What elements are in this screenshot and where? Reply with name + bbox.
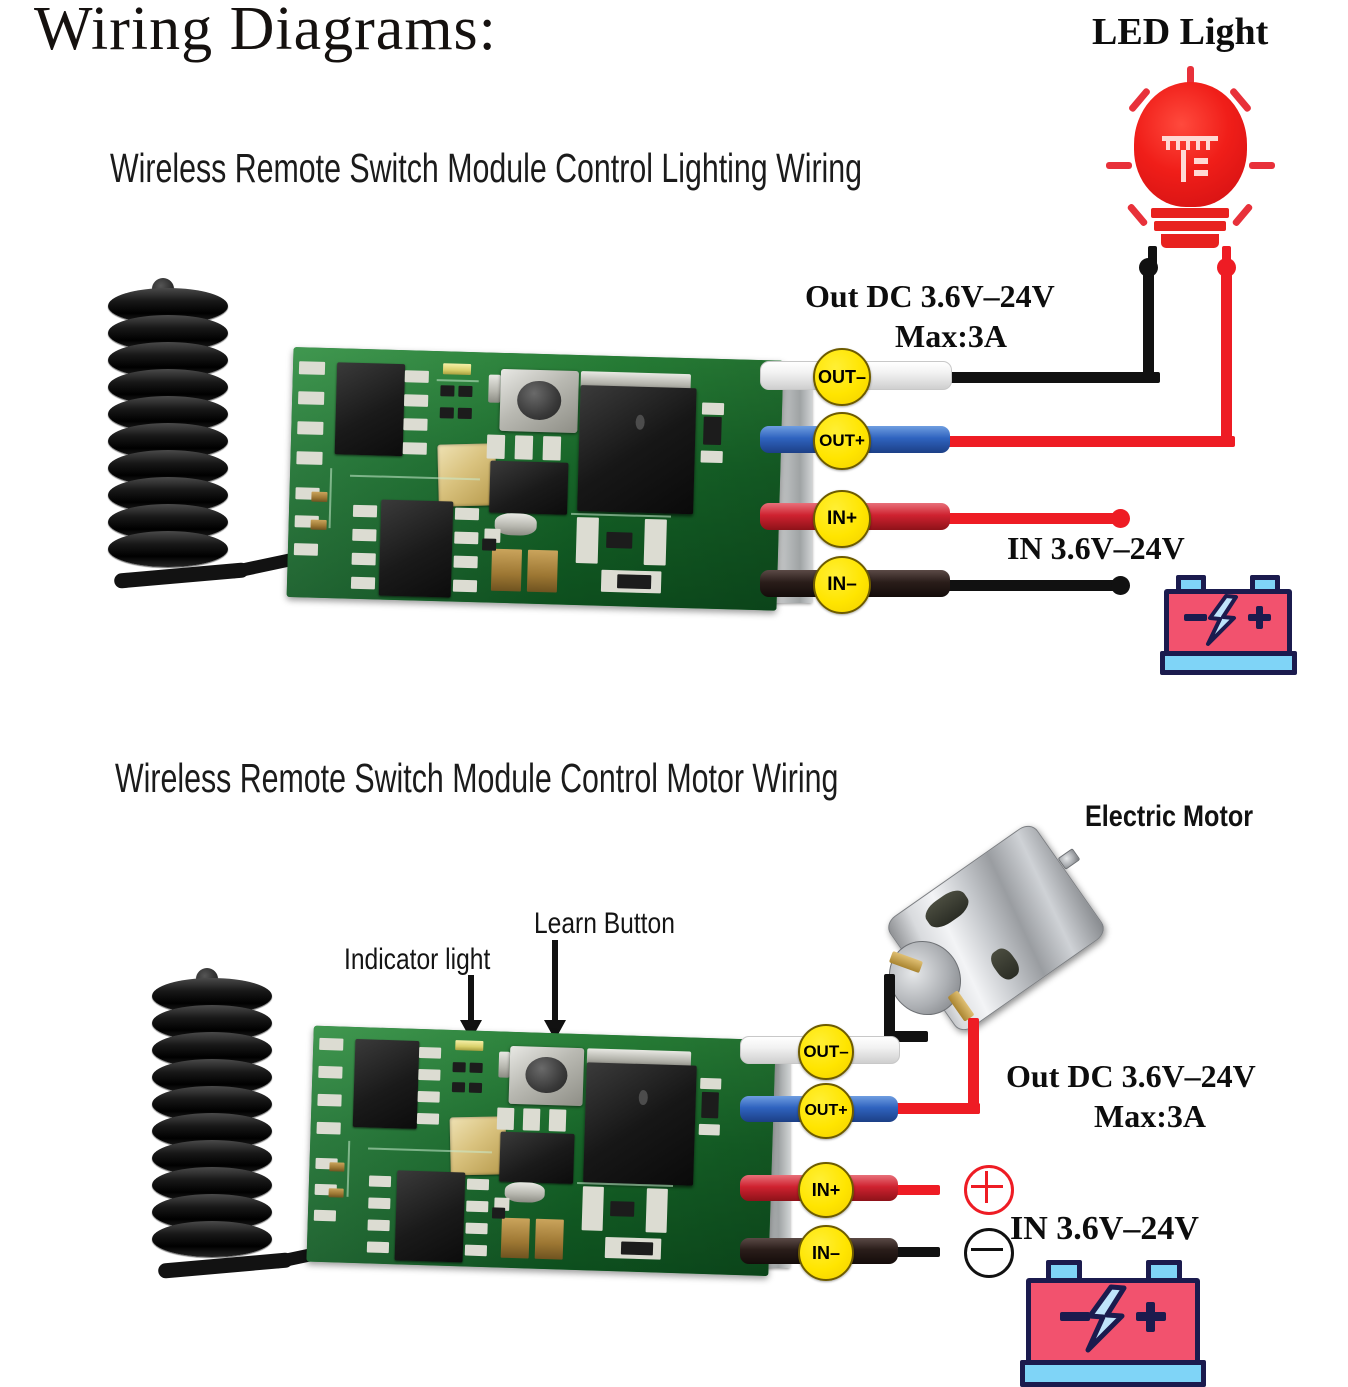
ic-chip-main [334, 362, 406, 457]
bulb-filament [1194, 158, 1208, 164]
capacitor [526, 549, 559, 593]
terminal-badge-in-minus-2[interactable]: IN– [798, 1225, 854, 1281]
bulb-ray [1126, 202, 1149, 228]
indicator-led-component [455, 1040, 484, 1052]
led-bulb-icon [1096, 62, 1286, 262]
out-minus-wire-horizontal [945, 372, 1160, 383]
diagram2-in-label: IN 3.6V–24V [1010, 1210, 1199, 1247]
polarity-minus-symbol [964, 1228, 1014, 1278]
diagram2-out-label-line1: Out DC 3.6V–24V [1006, 1058, 1256, 1094]
battery-bolt-icon [1206, 594, 1238, 646]
annotation-learn-arrow-shaft [552, 940, 558, 1023]
page-title: Wiring Diagrams: [34, 0, 497, 63]
terminal-badge-in-plus-1[interactable]: IN+ [813, 490, 871, 548]
bulb-glass [1134, 82, 1247, 207]
out-plus-wire-2 [880, 1103, 980, 1114]
bulb-lead-black [1148, 246, 1157, 268]
diagram1-heading: Wireless Remote Switch Module Control Li… [110, 145, 863, 191]
learn-button-component[interactable] [508, 1045, 585, 1107]
mosfet-transistor [583, 1062, 697, 1186]
polarity-plus-symbol [964, 1165, 1014, 1215]
indicator-led-component [442, 363, 472, 376]
battery-plus-symbol [1256, 606, 1263, 629]
terminal-badge-out-plus-2[interactable]: OUT+ [798, 1083, 854, 1139]
bulb-filament [1194, 170, 1208, 176]
mosfet-transistor [577, 385, 697, 515]
motor-lead-red-vertical [968, 1018, 979, 1114]
battery-bolt-icon [1085, 1284, 1127, 1353]
terminal-badge-out-plus-1[interactable]: OUT+ [813, 412, 871, 470]
receiver-module-1 [286, 337, 793, 621]
diagram2-heading: Wireless Remote Switch Module Control Mo… [115, 755, 839, 801]
diagram-motor: Wireless Remote Switch Module Control Mo… [0, 700, 1348, 1387]
bulb-filament [1166, 141, 1170, 150]
in-minus-wire-2 [880, 1247, 940, 1257]
diagram-lighting: Wireless Remote Switch Module Control Li… [0, 0, 1348, 700]
capacitor [500, 1217, 530, 1259]
annotation-learn-button: Learn Button [534, 907, 675, 940]
ic-chip-regulator [499, 1131, 575, 1184]
battery-icon-2 [1018, 1260, 1206, 1387]
bulb-filament [1206, 141, 1210, 150]
terminal-badge-out-minus-1[interactable]: OUT– [813, 348, 871, 406]
battery-base [1020, 1360, 1206, 1387]
bulb-base-band [1154, 221, 1226, 231]
motor-lead-black-vertical [884, 974, 895, 1042]
battery-plus-symbol [1146, 1302, 1155, 1332]
ic-chip-main [352, 1038, 420, 1129]
bulb-filament [1176, 141, 1180, 150]
battery-minus-symbol [1184, 614, 1207, 621]
learn-button-component[interactable] [499, 368, 580, 434]
annotation-indicator-arrow-shaft [468, 975, 474, 1023]
motor-lead-black-horizontal [884, 1031, 928, 1042]
ic-chip-secondary [394, 1170, 466, 1263]
in-minus-wire [945, 580, 1120, 591]
terminal-badge-in-plus-2[interactable]: IN+ [798, 1162, 854, 1218]
bulb-filament [1186, 141, 1190, 150]
ic-chip-secondary [378, 499, 454, 598]
terminal-badge-in-minus-1[interactable]: IN– [813, 556, 871, 614]
pcb-board-2 [306, 1025, 776, 1277]
battery-minus-symbol [1060, 1312, 1090, 1321]
bulb-ray [1231, 202, 1254, 228]
out-plus-wire-endpoint [1217, 258, 1236, 277]
antenna-coil-2 [152, 968, 346, 1302]
diagram2-out-label-line2: Max:3A [1094, 1098, 1206, 1134]
bulb-base-band [1151, 208, 1229, 218]
bulb-filament [1162, 136, 1218, 141]
antenna-coil-ring [152, 1221, 272, 1257]
led-light-label: LED Light [1092, 11, 1269, 53]
out-minus-wire-vertical [1143, 264, 1154, 380]
out-plus-wire-horizontal [945, 436, 1235, 447]
annotation-indicator-light: Indicator light [344, 943, 491, 976]
capacitor [490, 548, 523, 592]
receiver-module-2 [306, 1018, 784, 1288]
diagram1-out-label-line2: Max:3A [895, 318, 1007, 354]
antenna-coil-1 [108, 278, 302, 612]
electric-motor-label: Electric Motor [1085, 800, 1254, 833]
diagram1-in-label: IN 3.6V–24V [1007, 530, 1185, 566]
diagram1-out-label-line1: Out DC 3.6V–24V [805, 278, 1055, 314]
in-plus-wire [945, 513, 1120, 524]
out-minus-wire-endpoint [1139, 258, 1158, 277]
bulb-base-tip [1161, 234, 1219, 248]
bulb-ray [1187, 66, 1194, 91]
ic-chip-regulator [489, 460, 569, 515]
electric-motor-icon [874, 820, 1114, 1046]
in-plus-wire-2 [880, 1185, 940, 1195]
in-minus-wire-endpoint [1111, 576, 1130, 595]
bulb-ray [1106, 162, 1132, 169]
bulb-filament [1181, 150, 1186, 182]
out-plus-wire-vertical [1221, 264, 1232, 444]
capacitor [534, 1218, 564, 1260]
bulb-lead-red [1222, 246, 1231, 268]
bulb-ray [1249, 162, 1275, 169]
antenna-coil-ring [108, 531, 228, 567]
in-plus-wire-endpoint [1111, 509, 1130, 528]
pcb-board-1 [286, 347, 784, 611]
bulb-filament [1196, 141, 1200, 150]
battery-base [1160, 651, 1297, 675]
battery-icon-1 [1160, 575, 1297, 675]
terminal-badge-out-minus-2[interactable]: OUT– [798, 1024, 854, 1080]
